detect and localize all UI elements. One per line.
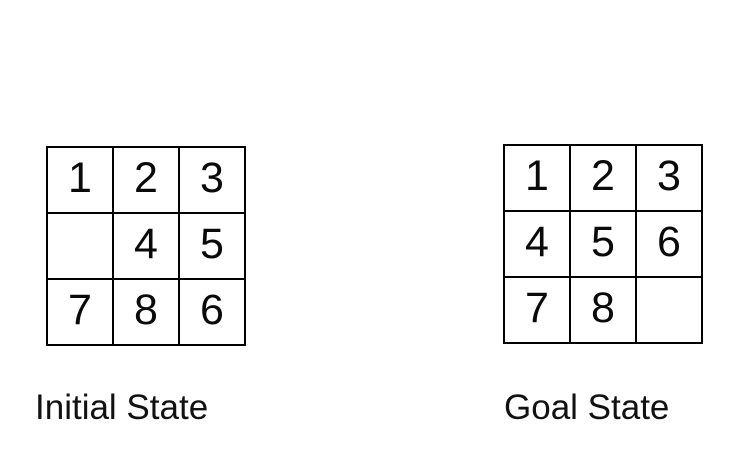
tile-label: 7 (525, 283, 549, 332)
goal-cell-r2c1[interactable]: 4 (505, 212, 569, 276)
tile-label: 6 (200, 285, 224, 334)
goal-cell-r3c3-blank[interactable] (637, 278, 701, 342)
initial-state-grid: 1 2 3 4 5 7 8 6 (46, 146, 246, 346)
initial-cell-r2c1-blank[interactable] (48, 214, 112, 278)
initial-cell-r3c3[interactable]: 6 (180, 280, 244, 344)
initial-cell-r1c3[interactable]: 3 (180, 148, 244, 212)
tile-label: 5 (591, 217, 615, 266)
initial-cell-r2c3[interactable]: 5 (180, 214, 244, 278)
initial-state-caption: Initial State (35, 388, 209, 427)
goal-cell-r2c2[interactable]: 5 (571, 212, 635, 276)
initial-cell-r3c1[interactable]: 7 (48, 280, 112, 344)
initial-cell-r3c2[interactable]: 8 (114, 280, 178, 344)
goal-state-puzzle: 1 2 3 4 5 6 7 8 (503, 144, 703, 344)
tile-label: 1 (525, 151, 549, 200)
initial-state-puzzle: 1 2 3 4 5 7 8 6 (46, 146, 246, 346)
tile-label: 7 (68, 285, 92, 334)
tile-label: 4 (134, 219, 158, 268)
tile-label: 3 (200, 153, 224, 202)
initial-cell-r1c2[interactable]: 2 (114, 148, 178, 212)
tile-label: 8 (591, 283, 615, 332)
tile-label: 5 (200, 219, 224, 268)
goal-state-grid: 1 2 3 4 5 6 7 8 (503, 144, 703, 344)
tile-label: 6 (657, 217, 681, 266)
tile-label: 8 (134, 285, 158, 334)
initial-cell-r1c1[interactable]: 1 (48, 148, 112, 212)
goal-cell-r1c3[interactable]: 3 (637, 146, 701, 210)
tile-label: 2 (134, 153, 158, 202)
goal-cell-r1c2[interactable]: 2 (571, 146, 635, 210)
goal-cell-r1c1[interactable]: 1 (505, 146, 569, 210)
goal-cell-r3c2[interactable]: 8 (571, 278, 635, 342)
goal-cell-r2c3[interactable]: 6 (637, 212, 701, 276)
initial-cell-r2c2[interactable]: 4 (114, 214, 178, 278)
goal-state-caption: Goal State (504, 388, 670, 427)
tile-label: 1 (68, 153, 92, 202)
tile-label: 2 (591, 151, 615, 200)
tile-label: 4 (525, 217, 549, 266)
tile-label: 3 (657, 151, 681, 200)
goal-cell-r3c1[interactable]: 7 (505, 278, 569, 342)
